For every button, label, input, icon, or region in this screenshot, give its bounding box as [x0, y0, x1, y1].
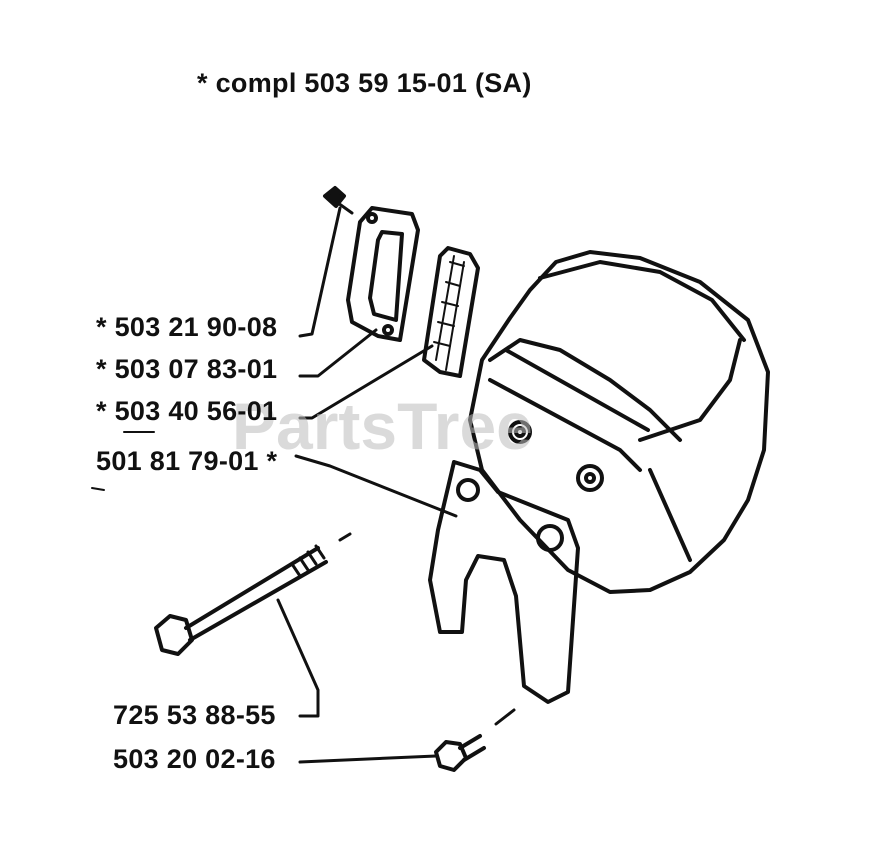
screw-part	[323, 186, 354, 215]
watermark: PartsTree	[232, 389, 533, 463]
part-label-screw: * 503 21 90-08	[96, 312, 278, 342]
part-label-small-screw: 503 20 02-16	[113, 744, 276, 774]
small-screw-part	[434, 708, 516, 772]
part-label-screen: * 503 40 56-01	[96, 396, 278, 426]
part-label-muffler: 501 81 79-01 *	[96, 446, 278, 476]
muffler-body-part	[468, 250, 770, 594]
gasket-plate-part	[346, 206, 420, 342]
part-label-gasket: * 503 07 83-01	[96, 354, 278, 384]
bracket-part	[428, 460, 580, 704]
spark-screen-part	[422, 246, 480, 378]
part-label-bolt: 725 53 88-55	[113, 700, 276, 730]
bolt-part	[154, 532, 352, 656]
assembly-title: * compl 503 59 15-01 (SA)	[197, 68, 532, 98]
leader-lines	[91, 206, 458, 764]
